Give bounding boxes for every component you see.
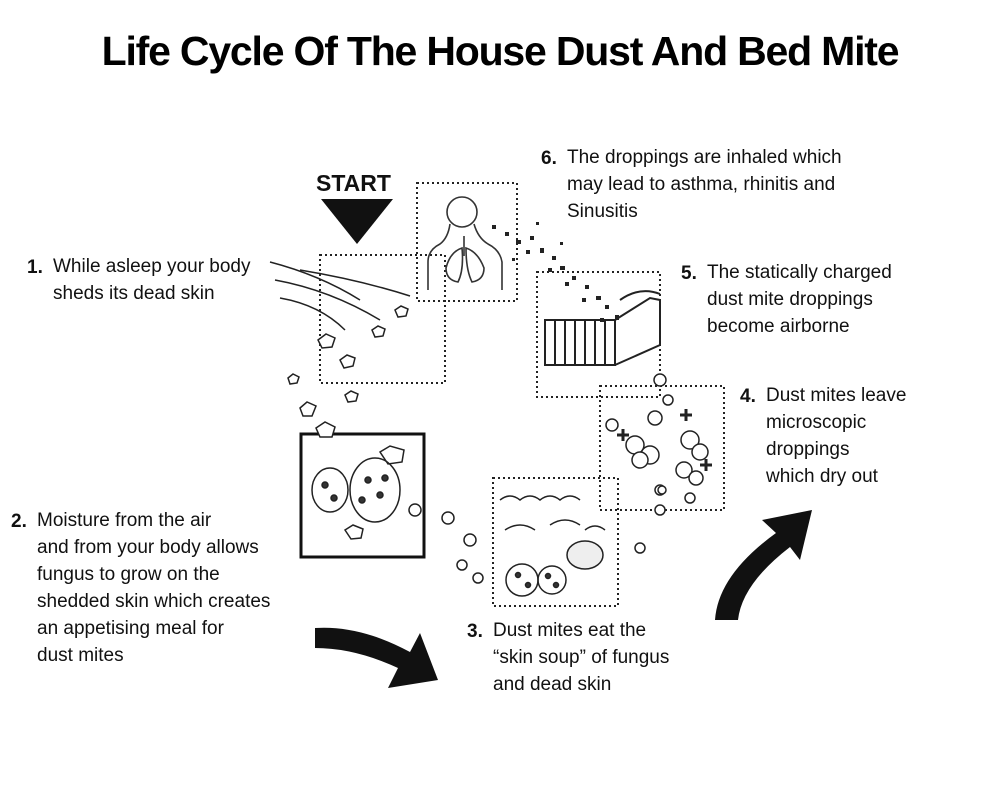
panel-inhalation [416, 182, 518, 302]
step-text: and from your body allows [37, 537, 259, 558]
fungus-and-skin-icon [311, 445, 405, 540]
curved-arrow-left-icon [315, 627, 438, 688]
step-text: droppings [766, 439, 850, 460]
panel-fungus [299, 432, 426, 559]
step-2: 2. Moisture from the air and from your b… [11, 507, 271, 669]
step-text: dust mite droppings [707, 289, 873, 310]
bed-icon [544, 290, 661, 366]
step-text: Dust mites leave [766, 385, 907, 406]
panel-skin-shedding [319, 254, 446, 384]
start-arrow-icon [321, 199, 393, 244]
step-text: dust mites [37, 645, 124, 666]
step-text: an appetising meal for [37, 618, 224, 639]
step-number: 4. [740, 386, 756, 407]
step-text: Sinusitis [567, 201, 638, 222]
droppings-icon [605, 409, 712, 504]
curved-arrow-right-icon [715, 510, 812, 620]
step-text: While asleep your body [53, 256, 251, 277]
step-text: Dust mites eat the [493, 620, 647, 641]
step-text: microscopic [766, 412, 867, 433]
dust-mites-icon [499, 495, 606, 597]
step-text: which dry out [766, 466, 878, 487]
shed-skin-flakes-icon [269, 261, 411, 438]
step-6: 6. The droppings are inhaled which may l… [541, 144, 842, 225]
step-4: 4. Dust mites leave microscopic dropping… [740, 382, 907, 490]
step-text: become airborne [707, 316, 850, 337]
step-5: 5. The statically charged dust mite drop… [681, 259, 892, 340]
airborne-particles-icon [492, 222, 619, 322]
step-text: The droppings are inhaled which [567, 147, 842, 168]
start-label: START [316, 170, 391, 196]
trail-flakes-icon [408, 373, 674, 584]
head-and-lungs-icon [427, 196, 503, 290]
step-text: “skin soup” of fungus [493, 647, 670, 668]
step-text: Moisture from the air [37, 510, 212, 531]
step-number: 1. [27, 257, 43, 278]
step-3: 3. Dust mites eat the “skin soup” of fun… [467, 617, 670, 698]
step-number: 5. [681, 263, 697, 284]
step-number: 6. [541, 148, 557, 169]
panel-mites-eating [492, 477, 619, 607]
step-text: The statically charged [707, 262, 892, 283]
step-text: may lead to asthma, rhinitis and [567, 174, 836, 195]
step-1: 1. While asleep your body sheds its dead… [27, 253, 251, 307]
step-text: fungus to grow on the [37, 564, 220, 585]
step-text: sheds its dead skin [53, 283, 215, 304]
step-text: and dead skin [493, 674, 612, 695]
diagram-title: Life Cycle Of The House Dust And Bed Mit… [101, 28, 900, 74]
step-number: 2. [11, 511, 27, 532]
step-text: shedded skin which creates [37, 591, 271, 612]
step-number: 3. [467, 621, 483, 642]
